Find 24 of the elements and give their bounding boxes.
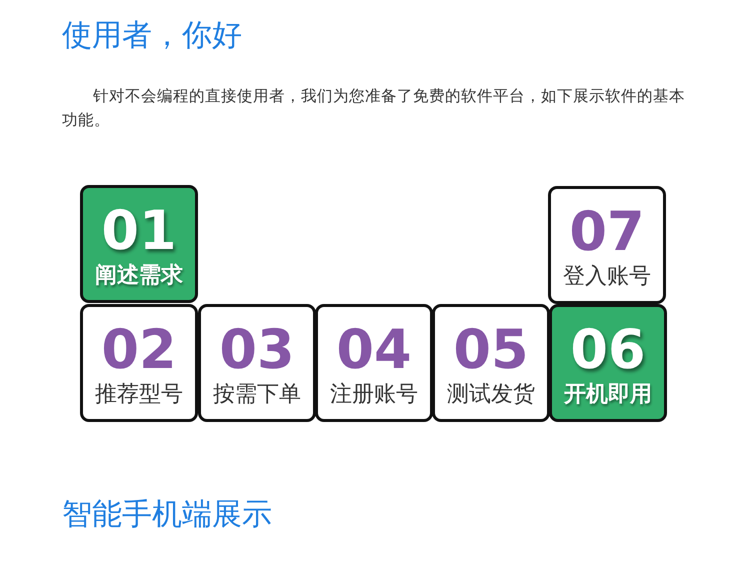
- step-label: 推荐型号: [95, 381, 183, 409]
- step-number: 04: [336, 319, 412, 381]
- step-tile: [432, 304, 550, 422]
- step-label: 测试发货: [447, 381, 535, 409]
- step-label: 按需下单: [213, 381, 301, 409]
- step-label: 阐述需求: [95, 262, 183, 290]
- step-number: 03: [219, 319, 295, 381]
- step-tile: [198, 304, 316, 422]
- page-heading: 使用者，你好: [62, 17, 242, 55]
- intro-paragraph: 针对不会编程的直接使用者，我们为您准备了免费的软件平台，如下展示软件的基本功能。: [62, 86, 686, 131]
- section-heading: 智能手机端展示: [62, 496, 272, 534]
- step-number: 05: [453, 319, 529, 381]
- step-tile: [548, 186, 666, 304]
- step-label: 开机即用: [564, 381, 652, 409]
- step-tile: [549, 304, 667, 422]
- step-label: 登入账号: [563, 263, 651, 291]
- step-tile: [315, 304, 433, 422]
- step-label: 注册账号: [330, 381, 418, 409]
- step-number: 06: [570, 319, 646, 381]
- step-tile: [80, 304, 198, 422]
- step-number: 01: [101, 200, 177, 262]
- step-number: 07: [569, 201, 645, 263]
- step-number: 02: [101, 319, 177, 381]
- step-tile: [80, 185, 198, 303]
